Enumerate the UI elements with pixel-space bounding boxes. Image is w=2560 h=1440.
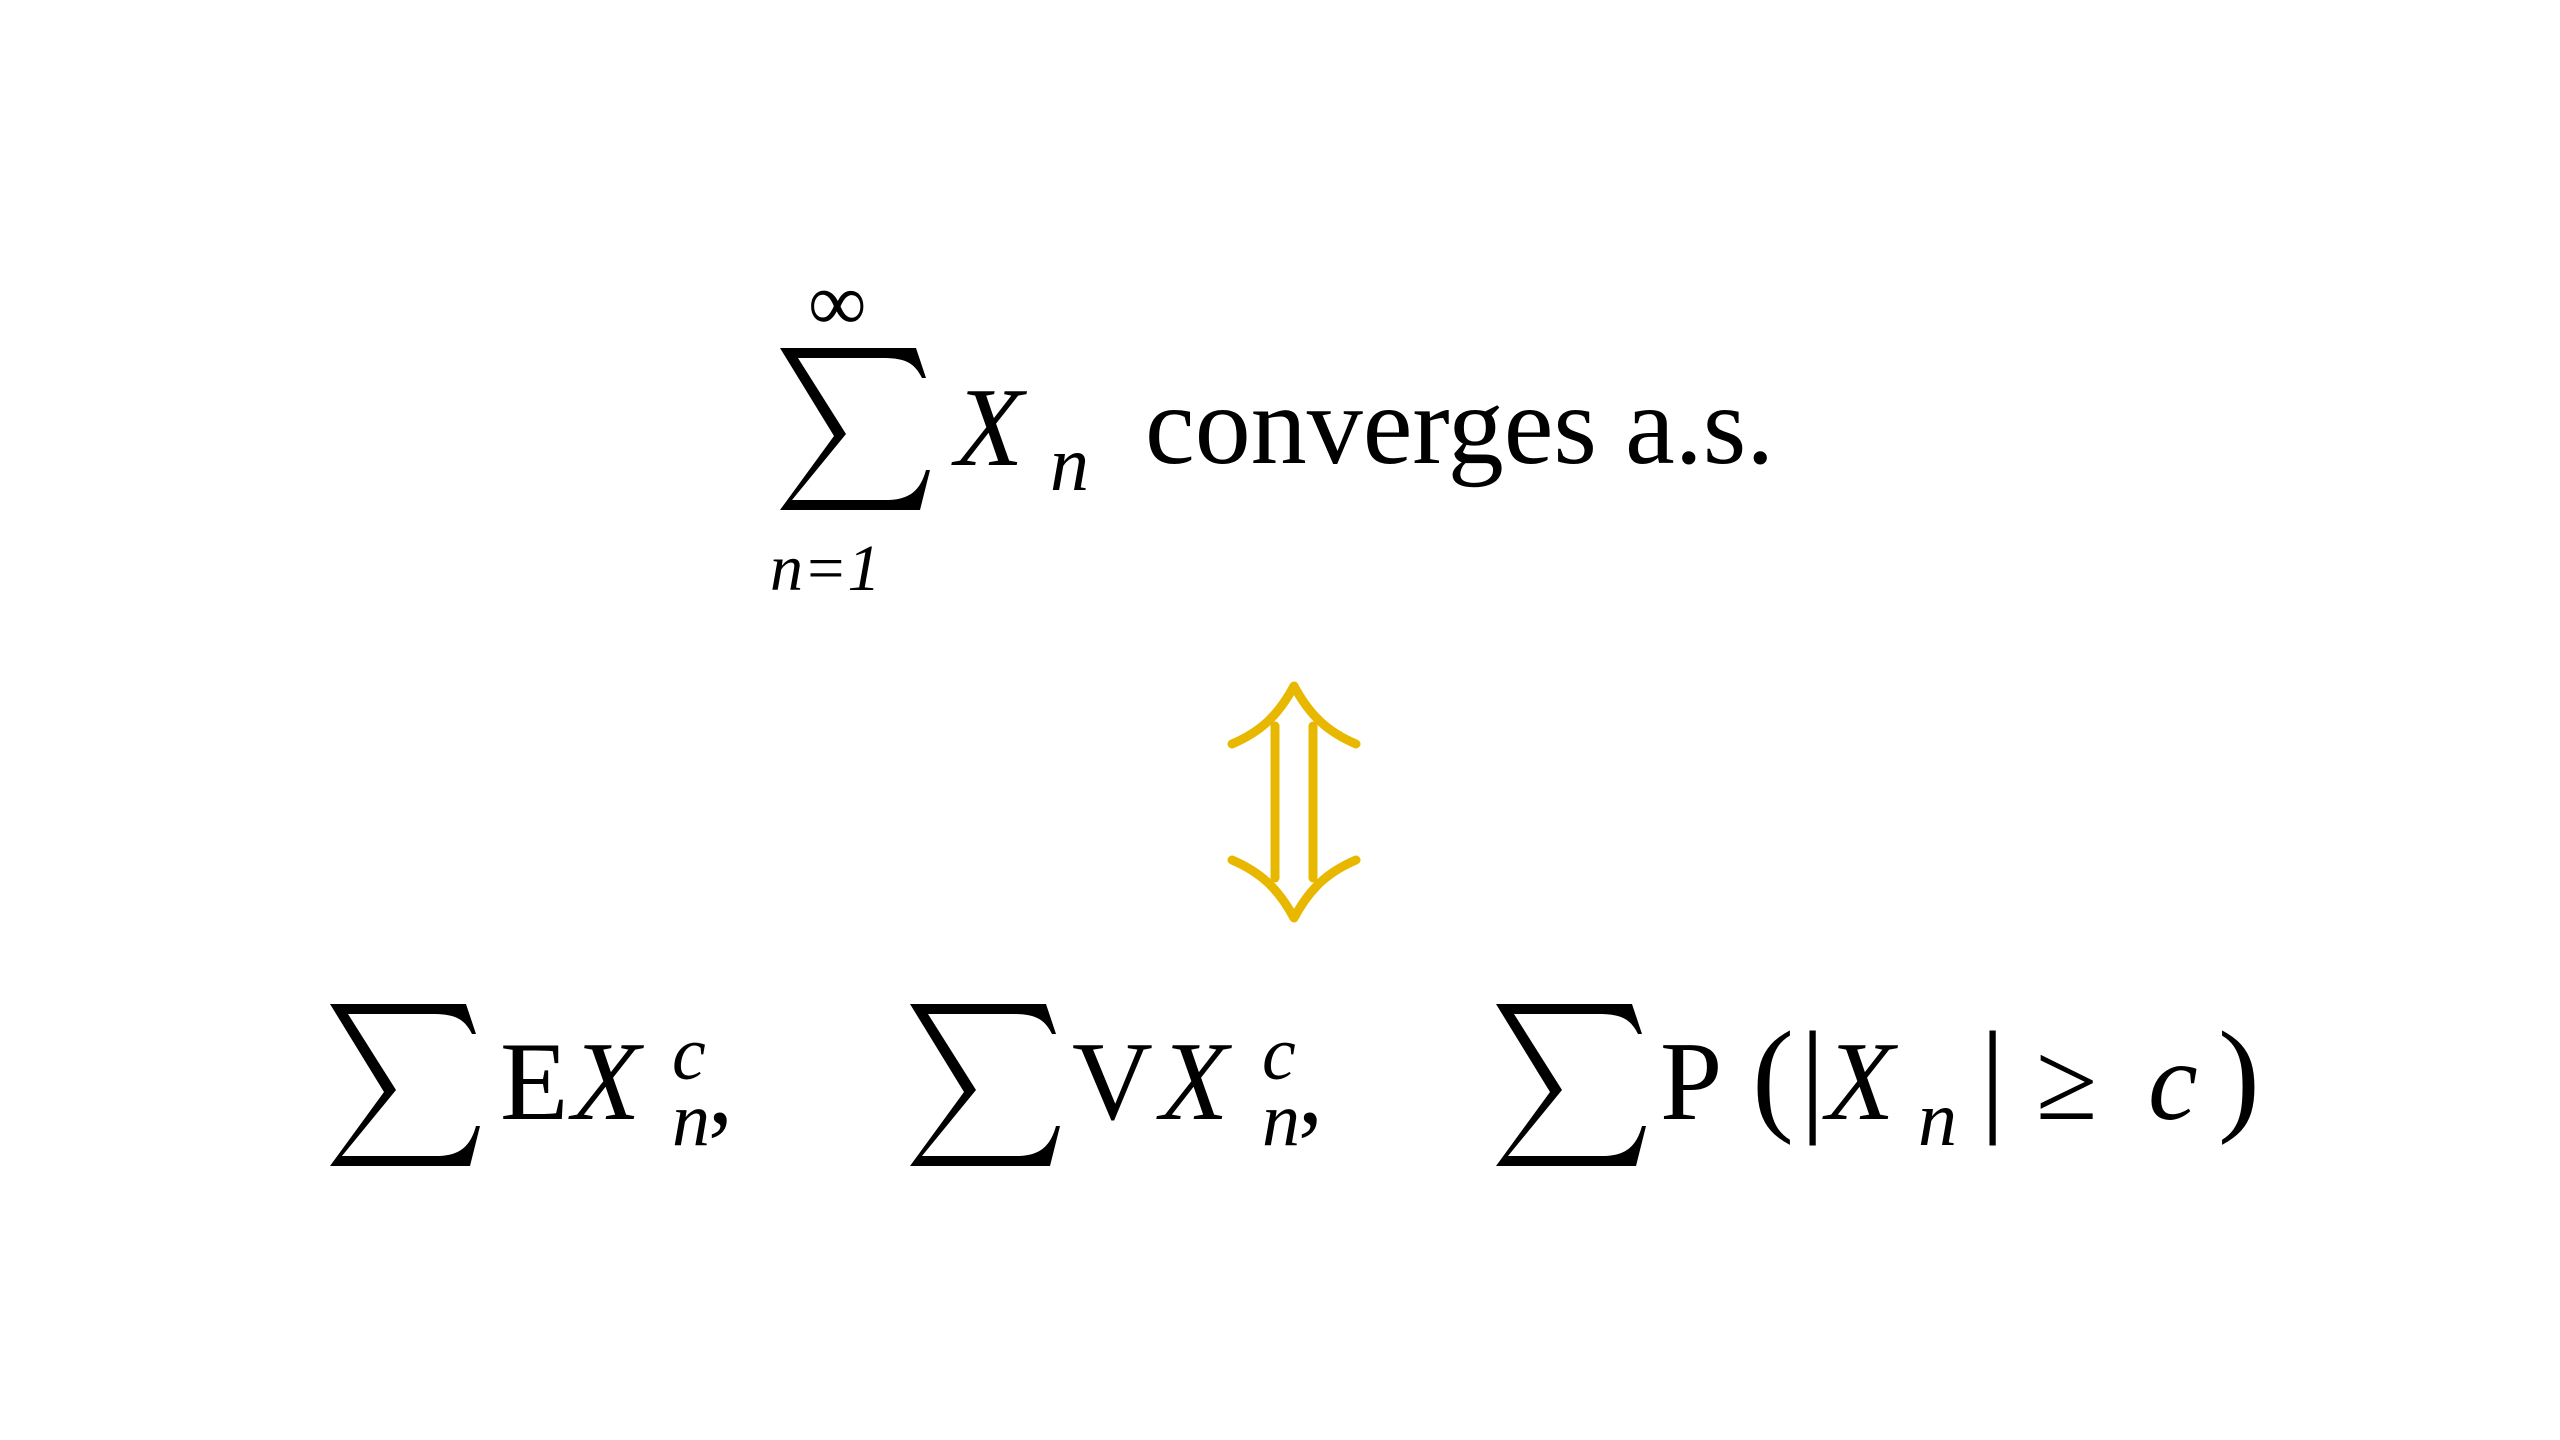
converges-text: converges a.s. xyxy=(1145,364,1775,488)
open-paren: ( xyxy=(1752,1007,1794,1146)
abs-bar-right: | xyxy=(1980,1007,2006,1146)
lower-limit: n=1 xyxy=(770,532,881,605)
close-paren: ) xyxy=(2218,1007,2260,1146)
probability-operator: P xyxy=(1660,1020,1723,1144)
comma: , xyxy=(1298,1034,1323,1145)
expectation-operator: E xyxy=(500,1020,569,1144)
summation-sign-icon xyxy=(780,348,930,510)
comma: , xyxy=(708,1034,733,1145)
superscript-c: c xyxy=(672,1012,706,1096)
subscript-n: n xyxy=(672,1078,710,1162)
constant-c: c xyxy=(2148,1020,2198,1144)
upper-limit-infinity: ∞ xyxy=(808,257,867,348)
variable-x: X xyxy=(1160,1020,1229,1144)
subscript-n: n xyxy=(1262,1078,1300,1162)
subscript-n: n xyxy=(1918,1075,1957,1162)
summation-sign-icon xyxy=(1496,1004,1646,1166)
double-up-down-arrow-icon xyxy=(1227,681,1361,923)
summation-sign-icon xyxy=(330,1004,480,1166)
summand-x: X xyxy=(955,366,1024,490)
variable-x: X xyxy=(1826,1020,1895,1144)
abs-bar-left: | xyxy=(1800,1007,1826,1146)
superscript-c: c xyxy=(1262,1012,1296,1096)
variance-operator: V xyxy=(1072,1020,1153,1144)
summand-subscript: n xyxy=(1050,420,1089,507)
variable-x: X xyxy=(572,1020,641,1144)
greater-equal-sign: ≥ xyxy=(2036,1020,2098,1144)
summation-sign-icon xyxy=(910,1004,1060,1166)
